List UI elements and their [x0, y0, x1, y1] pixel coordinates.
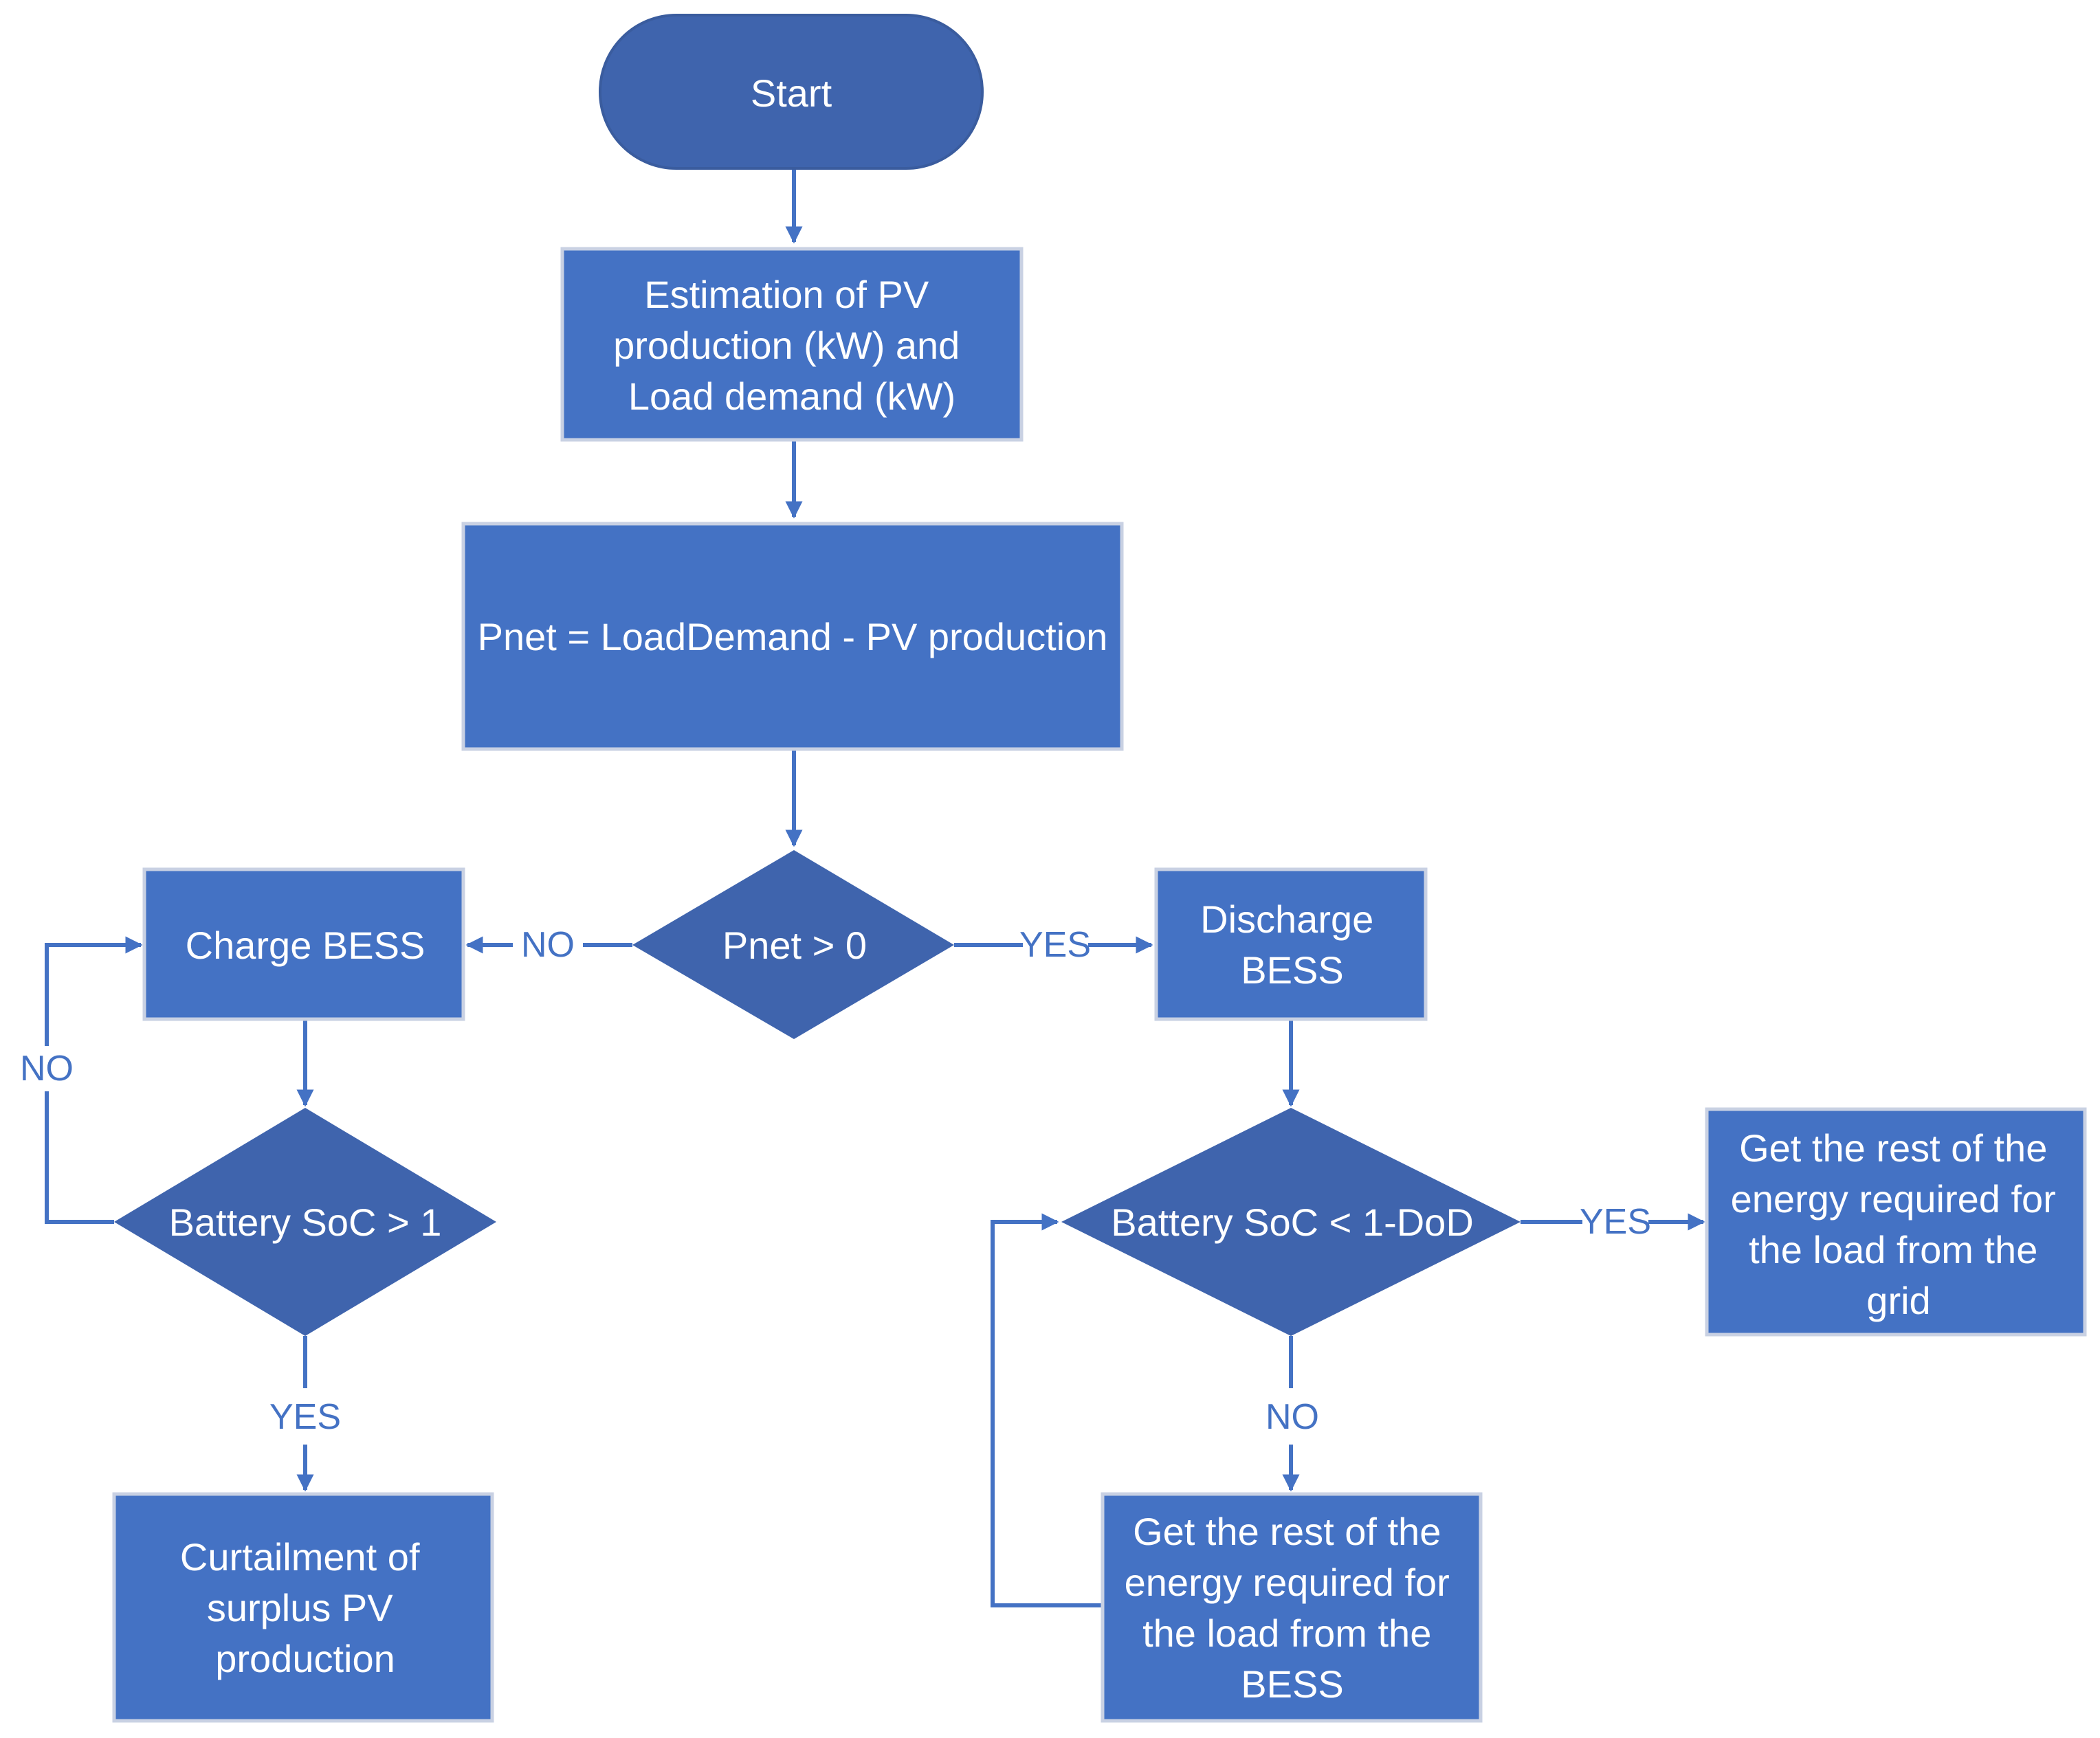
start-terminal-label: Start	[751, 71, 832, 115]
pnet-calculation-process-shape	[461, 522, 1124, 751]
connector-soc-high-no-loop-upper	[45, 936, 143, 1046]
discharge-bess-process-label: Discharge BESS	[1200, 898, 1384, 992]
grid-supply-process-line-4: grid	[1866, 1279, 1930, 1322]
grid-supply-process-shape	[1705, 1107, 2087, 1337]
bess-supply-process-line-4: BESS	[1241, 1662, 1343, 1706]
edge-label-soc-low-no: NO	[1265, 1397, 1319, 1437]
curtailment-process-shape	[112, 1492, 494, 1723]
edge-label-soc-high-yes: YES	[269, 1397, 341, 1437]
curtailment-process-line-2: surplus PV	[207, 1586, 393, 1629]
bess-supply-process-line-2: energy required for	[1125, 1561, 1450, 1604]
estimation-process-shape	[560, 247, 1024, 442]
charge-bess-process-shape	[142, 867, 465, 1021]
connector-bess-supply-loop	[991, 1213, 1103, 1607]
edge-label-pnet-yes: YES	[1019, 925, 1091, 965]
start-terminal-shape	[599, 14, 984, 170]
pnet-decision: Pnet > 0	[632, 850, 954, 1039]
pnet-calculation-process: Pnet = LoadDemand - PV production	[461, 522, 1124, 751]
edge-label-soc-high-no: NO	[20, 1049, 74, 1089]
pnet-decision-shape	[632, 850, 954, 1039]
start-terminal: Start	[599, 14, 984, 170]
curtailment-process-line-1: Curtailment of	[180, 1535, 420, 1579]
bess-supply-process-line-1: Get the rest of the	[1133, 1510, 1441, 1553]
bess-supply-process: Get the rest of the energy required for …	[1101, 1492, 1483, 1723]
grid-supply-process: Get the rest of the energy required for …	[1705, 1107, 2087, 1337]
curtailment-process: Curtailment of surplus PV production	[112, 1492, 494, 1723]
estimation-process-label: Estimation of PV production (kW) and Loa…	[613, 273, 971, 418]
pnet-decision-label: Pnet > 0	[722, 924, 867, 967]
charge-bess-process: Charge BESS	[142, 867, 465, 1021]
bess-supply-process-line-3: the load from the	[1142, 1612, 1431, 1655]
connector-soc-high-no-loop-lower	[45, 1091, 114, 1224]
soc-low-decision-shape	[1061, 1108, 1521, 1336]
edge-labels: NO YES NO YES YES NO	[20, 925, 1651, 1437]
edge-label-pnet-no: NO	[521, 925, 575, 965]
discharge-bess-process-shape	[1154, 867, 1428, 1021]
estimation-process-line-1: Estimation of PV	[644, 273, 929, 316]
pnet-calculation-process-label: Pnet = LoadDemand - PV production	[478, 615, 1108, 658]
edge-label-soc-low-yes: YES	[1580, 1202, 1651, 1242]
grid-supply-process-line-2: energy required for	[1731, 1177, 2056, 1221]
soc-high-decision: Battery SoC > 1	[114, 1108, 496, 1336]
bess-supply-process-shape	[1101, 1492, 1483, 1723]
curtailment-process-line-3: production	[215, 1637, 395, 1680]
discharge-bess-process-line-2: BESS	[1241, 948, 1343, 992]
soc-low-decision-label: Battery SoC < 1-DoD	[1111, 1201, 1474, 1244]
grid-supply-process-line-3: the load from the	[1749, 1228, 2037, 1271]
grid-supply-process-label: Get the rest of the energy required for …	[1731, 1126, 2067, 1322]
estimation-process-line-2: production (kW) and	[613, 324, 960, 367]
discharge-bess-process-line-1: Discharge	[1200, 898, 1373, 941]
grid-supply-process-line-1: Get the rest of the	[1739, 1126, 2047, 1170]
charge-bess-process-label: Charge BESS	[186, 924, 425, 967]
estimation-process: Estimation of PV production (kW) and Loa…	[560, 247, 1024, 442]
soc-high-decision-label: Battery SoC > 1	[169, 1201, 442, 1244]
bess-supply-process-label: Get the rest of the energy required for …	[1125, 1510, 1461, 1706]
estimation-process-line-3: Load demand (kW)	[628, 375, 955, 418]
curtailment-process-label: Curtailment of surplus PV production	[180, 1535, 430, 1680]
soc-low-decision: Battery SoC < 1-DoD	[1061, 1108, 1521, 1336]
connectors	[45, 168, 1705, 1607]
discharge-bess-process: Discharge BESS	[1154, 867, 1428, 1021]
soc-high-decision-shape	[114, 1108, 496, 1336]
